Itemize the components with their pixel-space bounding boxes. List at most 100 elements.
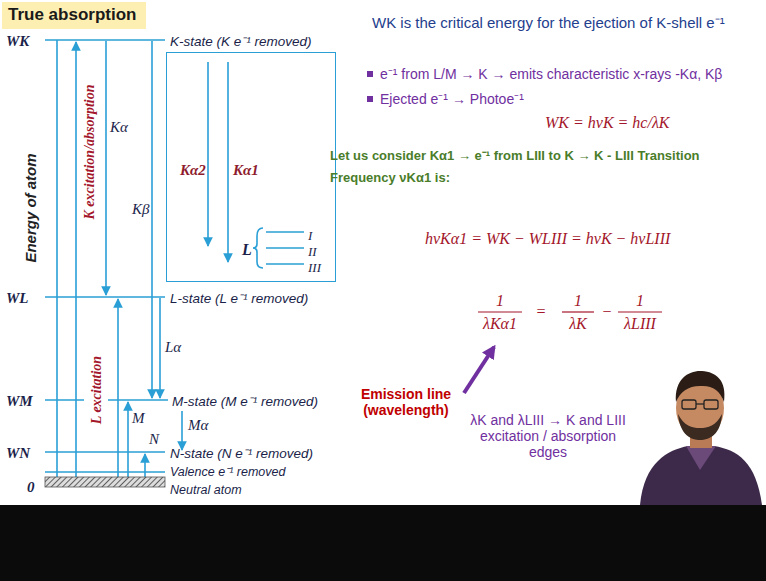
line-label: Lα xyxy=(165,339,181,356)
line-label: Kα2 xyxy=(180,162,206,179)
callout-text-holder: λK and λLIII → K and LIII excitation / a… xyxy=(462,412,634,460)
equation: WK = hνK = hc/λK xyxy=(545,114,670,132)
energy-symbol-holder: WK xyxy=(6,32,29,50)
presenter-glasses xyxy=(696,403,704,404)
heading-note-holder: WK is the critical energy for the ejecti… xyxy=(372,12,725,32)
equation-sign: − xyxy=(598,303,616,321)
fraction-numerator: 1 xyxy=(474,292,526,310)
process-label: K excitation/absorption xyxy=(82,85,98,220)
frame-line xyxy=(56,40,58,477)
presenter-photo xyxy=(640,371,762,505)
explanation: Frequency νKα1 is: xyxy=(330,170,450,185)
state-label-holder: N-state (N e⁻¹ removed) xyxy=(170,444,313,462)
axis-title: Energy of atom xyxy=(22,153,39,262)
pointer-arrow xyxy=(464,347,494,393)
slide-title: True absorption xyxy=(2,2,146,29)
sublevel-label: I xyxy=(308,229,312,242)
presenter-shirt xyxy=(640,446,762,505)
fraction-denominator: λKα1 xyxy=(474,315,526,333)
fraction-denominator: λLIII xyxy=(614,315,666,333)
bottom-band xyxy=(0,505,766,581)
sublevel-label: III xyxy=(308,261,321,274)
bullet-text-holder: Ejected e⁻¹ → Photoe⁻¹ xyxy=(380,89,524,108)
presenter-glasses xyxy=(704,400,718,409)
emission-arrow xyxy=(227,62,229,262)
fraction-numerator: 1 xyxy=(558,292,598,310)
sublevel-line xyxy=(266,231,304,233)
emission-arrow xyxy=(159,298,161,398)
energy-level xyxy=(45,39,165,41)
excitation-arrow xyxy=(127,402,129,477)
inset-box: Kα2Kα1LIIIIII xyxy=(166,52,336,282)
neutral-atom-bar xyxy=(45,477,165,487)
line-label: N xyxy=(149,431,159,448)
energy-symbol: WN xyxy=(6,445,30,462)
sublevel-line xyxy=(266,247,304,249)
emission-arrow xyxy=(151,41,153,398)
energy-level xyxy=(45,471,165,473)
presenter-beard xyxy=(678,414,722,440)
energy-level xyxy=(108,399,168,401)
line-label-holder: N xyxy=(149,430,159,448)
energy-level xyxy=(45,399,84,401)
explanation-holder: Let us consider Kα1 → e⁻¹ from LIII to K… xyxy=(330,146,700,164)
brace xyxy=(253,228,263,268)
state-label-holder: L-state (L e⁻¹ removed) xyxy=(170,289,308,307)
line-label: Kα xyxy=(110,119,128,136)
fraction-numerator-holder: 1 xyxy=(614,292,666,310)
bullet xyxy=(367,71,373,77)
fraction-numerator: 1 xyxy=(614,292,666,310)
sublevel-label-holder: III xyxy=(308,258,321,276)
line-label-holder: Mα xyxy=(188,416,208,434)
sublevel-label: II xyxy=(308,245,317,258)
slide-title-holder: True absorption xyxy=(2,2,146,29)
excitation-arrow xyxy=(144,454,146,477)
line-label-holder: Kα2 xyxy=(180,161,206,179)
state-label: N-state (N e⁻¹ removed) xyxy=(170,444,313,462)
shell-label-holder: L xyxy=(242,241,252,259)
emission-arrow xyxy=(181,411,183,450)
energy-symbol-holder: WM xyxy=(6,392,33,410)
energy-level xyxy=(45,296,165,298)
callout-text: Emission line (wavelength) xyxy=(352,386,460,418)
explanation: Let us consider Kα1 → e⁻¹ from LIII to K… xyxy=(330,146,700,164)
fraction-numerator-holder: 1 xyxy=(474,292,526,310)
fraction-bar xyxy=(618,311,662,312)
sublevel-label-holder: II xyxy=(308,242,317,260)
equation-sign: = xyxy=(530,303,552,321)
presenter-hair xyxy=(676,371,725,402)
line-label-holder: Kα1 xyxy=(233,161,259,179)
bullet-text: Ejected e⁻¹ → Photoe⁻¹ xyxy=(380,89,524,108)
energy-level xyxy=(45,451,165,453)
callout-text: λK and λLIII → K and LIII excitation / a… xyxy=(462,412,634,460)
fraction-bar xyxy=(562,311,594,312)
state-label-holder: Neutral atom xyxy=(170,480,242,498)
presenter-collar xyxy=(686,446,716,470)
line-label-holder: Lα xyxy=(165,338,181,356)
bullet-text-holder: e⁻¹ from L/M → K → emits characteristic … xyxy=(380,64,722,83)
bullet-text: e⁻¹ from L/M → K → emits characteristic … xyxy=(380,64,722,83)
state-label: L-state (L e⁻¹ removed) xyxy=(170,289,308,307)
energy-symbol-holder: WL xyxy=(6,289,29,307)
sublevel-line xyxy=(266,263,304,265)
energy-symbol: WL xyxy=(6,290,29,307)
energy-symbol-holder: WN xyxy=(6,444,30,462)
state-label-holder: K-state (K e⁻¹ removed) xyxy=(170,32,312,50)
excitation-arrow xyxy=(117,299,119,477)
energy-symbol: WM xyxy=(6,393,33,410)
equation-holder: hνKα1 = WK − WLIII = hνK − hνLIII xyxy=(425,230,670,248)
state-label: M-state (M e⁻¹ removed) xyxy=(172,392,318,410)
line-label: Mα xyxy=(188,417,208,434)
energy-symbol-holder: 0 xyxy=(27,478,35,496)
state-label-holder: M-state (M e⁻¹ removed) xyxy=(172,392,318,410)
emission-arrow xyxy=(105,41,107,295)
heading-note: WK is the critical energy for the ejecti… xyxy=(372,12,725,32)
explanation-holder: Frequency νKα1 is: xyxy=(330,168,450,186)
state-label-holder: Valence e⁻¹ removed xyxy=(170,462,285,480)
line-label: Kα1 xyxy=(233,162,259,179)
line-label-holder: Kβ xyxy=(132,200,149,218)
state-label: Valence e⁻¹ removed xyxy=(170,463,285,480)
emission-arrow xyxy=(207,62,209,246)
